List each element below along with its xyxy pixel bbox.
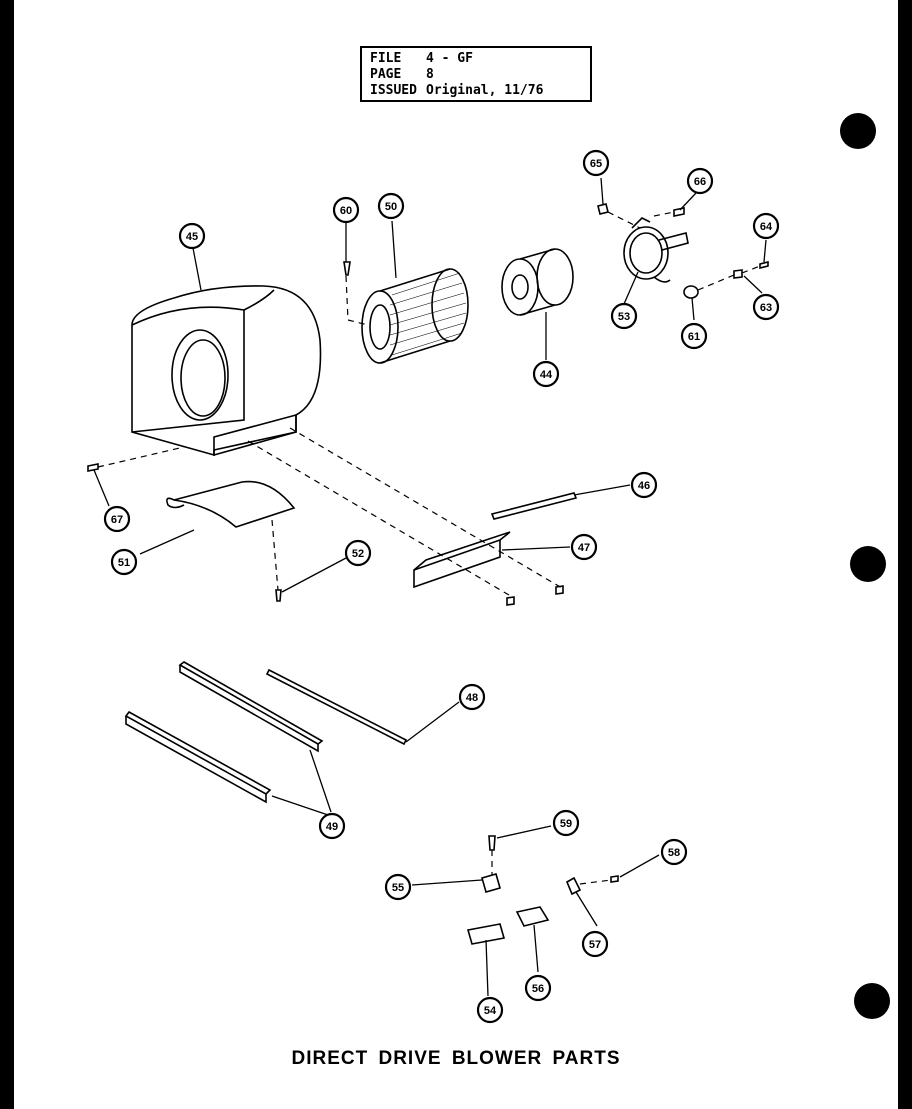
rail-bottom bbox=[124, 710, 272, 795]
svg-text:65: 65 bbox=[590, 158, 602, 170]
screw-66 bbox=[673, 207, 685, 217]
blower-housing bbox=[131, 285, 322, 457]
blower-wheel bbox=[361, 268, 469, 364]
callout-58: 58 bbox=[660, 838, 688, 866]
rail-left-upper bbox=[178, 661, 324, 745]
screw-64 bbox=[759, 260, 769, 270]
part-54 bbox=[466, 923, 506, 945]
screw-65 bbox=[597, 203, 609, 215]
callout-layer: 45 60 50 44 65 66 64 53 61 63 46 67 51 5… bbox=[103, 149, 780, 1024]
svg-text:57: 57 bbox=[589, 939, 601, 951]
svg-text:61: 61 bbox=[688, 331, 700, 343]
callout-47: 47 bbox=[570, 533, 598, 561]
callout-57: 57 bbox=[581, 930, 609, 958]
screw-67 bbox=[87, 463, 99, 472]
svg-text:64: 64 bbox=[760, 221, 773, 233]
binder-hole-bottom bbox=[854, 983, 890, 1019]
svg-text:51: 51 bbox=[118, 557, 130, 569]
svg-text:58: 58 bbox=[668, 847, 680, 859]
washer-61 bbox=[683, 285, 699, 299]
callout-67: 67 bbox=[103, 505, 131, 533]
svg-text:54: 54 bbox=[484, 1005, 497, 1017]
callout-51: 51 bbox=[110, 548, 138, 576]
blower-motor bbox=[501, 248, 574, 316]
leader-lines bbox=[93, 177, 767, 997]
callout-66: 66 bbox=[686, 167, 714, 195]
callout-49: 49 bbox=[318, 812, 346, 840]
callout-63: 63 bbox=[752, 293, 780, 321]
svg-text:56: 56 bbox=[532, 983, 544, 995]
callout-46: 46 bbox=[630, 471, 658, 499]
mounting-plate-51 bbox=[166, 480, 296, 528]
svg-text:45: 45 bbox=[186, 231, 198, 243]
callout-45: 45 bbox=[178, 222, 206, 250]
callout-50: 50 bbox=[377, 192, 405, 220]
svg-text:48: 48 bbox=[466, 692, 478, 704]
svg-text:67: 67 bbox=[111, 514, 123, 526]
callout-56: 56 bbox=[524, 974, 552, 1002]
part-57 bbox=[565, 876, 582, 896]
screw-58 bbox=[610, 875, 619, 883]
svg-text:55: 55 bbox=[392, 882, 404, 894]
svg-text:63: 63 bbox=[760, 302, 772, 314]
binder-hole-middle bbox=[850, 546, 886, 582]
callout-60: 60 bbox=[332, 196, 360, 224]
svg-text:60: 60 bbox=[340, 205, 352, 217]
callout-54: 54 bbox=[476, 996, 504, 1024]
screw-60 bbox=[343, 261, 351, 276]
callout-48: 48 bbox=[458, 683, 486, 711]
svg-text:46: 46 bbox=[638, 480, 650, 492]
svg-text:53: 53 bbox=[618, 311, 630, 323]
svg-text:50: 50 bbox=[385, 201, 397, 213]
assembly-lines bbox=[97, 211, 761, 885]
rail-right-48 bbox=[265, 668, 408, 746]
svg-text:49: 49 bbox=[326, 821, 338, 833]
callout-44: 44 bbox=[532, 360, 560, 388]
angle-bracket-47 bbox=[413, 531, 511, 589]
screw-59 bbox=[488, 835, 496, 851]
part-56 bbox=[515, 906, 550, 927]
svg-text:44: 44 bbox=[540, 369, 553, 381]
svg-text:66: 66 bbox=[694, 176, 706, 188]
screw-47b bbox=[555, 585, 564, 595]
motor-mount-band bbox=[623, 217, 689, 283]
rail-left-upper-side bbox=[179, 665, 319, 753]
binder-hole-top bbox=[840, 113, 876, 149]
diagram-title: DIRECT DRIVE BLOWER PARTS bbox=[291, 1048, 621, 1069]
callout-55: 55 bbox=[384, 873, 412, 901]
callout-59: 59 bbox=[552, 809, 580, 837]
screw-52 bbox=[275, 589, 282, 602]
part-55 bbox=[481, 873, 501, 893]
svg-text:47: 47 bbox=[578, 542, 590, 554]
exploded-parts-diagram: 45 60 50 44 65 66 64 53 61 63 46 67 51 5… bbox=[87, 149, 780, 1024]
nut-63 bbox=[733, 269, 743, 279]
callout-65: 65 bbox=[582, 149, 610, 177]
screw-47a bbox=[506, 596, 515, 606]
svg-text:59: 59 bbox=[560, 818, 572, 830]
callout-52: 52 bbox=[344, 539, 372, 567]
svg-text:52: 52 bbox=[352, 548, 364, 560]
brace-46 bbox=[490, 492, 578, 520]
callout-53: 53 bbox=[610, 302, 638, 330]
callout-61: 61 bbox=[680, 322, 708, 350]
rail-bottom-side bbox=[125, 716, 267, 804]
callout-64: 64 bbox=[752, 212, 780, 240]
